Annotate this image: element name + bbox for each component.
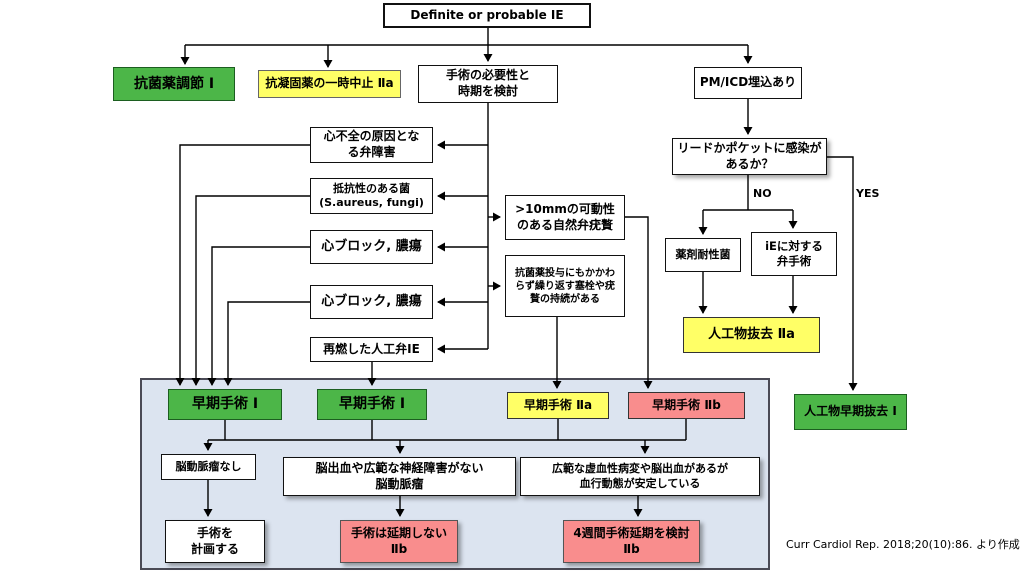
node-anticoagulant-stop: 抗凝固薬の一時中止 Ⅱa: [258, 70, 401, 98]
node-lead-pocket-infection: リードかポケットに感染が あるか？: [672, 138, 827, 175]
node-heart-failure-valve: 心不全の原因とな る弁障害: [310, 127, 433, 163]
edge-label-no: NO: [753, 187, 772, 200]
citation-text: Curr Cardiol Rep. 2018;20(10):86. より作成: [786, 538, 1020, 551]
node-definite-probable-ie: Definite or probable IE: [383, 3, 591, 28]
node-recurrent-emboli: 抗菌薬投与にもかかわ らず繰り返す塞栓や疣 贅の持続がある: [505, 255, 625, 317]
node-prosthetic-removal-2a: 人工物抜去 Ⅱa: [683, 317, 820, 353]
node-plan-surgery: 手術を 計画する: [165, 520, 265, 563]
node-do-not-postpone-2b: 手術は延期しない Ⅱb: [340, 520, 458, 563]
node-relapsed-prosthetic-ie: 再燃した人工弁IE: [310, 337, 433, 362]
node-drug-resistant-organism: 薬剤耐性菌: [665, 238, 741, 272]
node-no-aneurysm: 脳動脈瘤なし: [161, 454, 256, 480]
node-early-surgery-class1-b: 早期手術 Ⅰ: [317, 389, 427, 420]
node-early-surgery-class2a: 早期手術 Ⅱa: [507, 392, 609, 419]
node-early-prosthetic-removal-1: 人工物早期抜去 Ⅰ: [794, 394, 907, 430]
edge-label-yes: YES: [856, 187, 880, 200]
node-early-surgery-class2b: 早期手術 Ⅱb: [628, 392, 745, 419]
node-early-surgery-class1-a: 早期手術 Ⅰ: [168, 389, 282, 420]
node-aneurysm-no-hemorrhage: 脳出血や広範な神経障害がない 脳動脈瘤: [283, 457, 516, 496]
node-surgery-consideration: 手術の必要性と 時期を検討: [418, 65, 558, 103]
node-antibiotic-adjust: 抗菌薬調節 Ⅰ: [113, 67, 235, 101]
node-postpone-4weeks-2b: 4週間手術延期を検討 Ⅱb: [563, 520, 700, 563]
node-resistant-organisms: 抵抗性のある菌 (S.aureus, fungi): [310, 178, 433, 214]
node-heart-block-abscess-2: 心ブロック, 膿瘍: [310, 285, 433, 319]
node-pm-icd-implant: PM/ICD埋込あり: [694, 67, 802, 99]
node-ie-valve-surgery: iEに対する 弁手術: [751, 232, 837, 276]
node-stable-hemodynamics: 広範な虚血性病変や脳出血があるが 血行動態が安定している: [520, 457, 760, 496]
node-heart-block-abscess-1: 心ブロック, 膿瘍: [310, 230, 433, 264]
node-large-mobile-vegetation: >10mmの可動性 のある自然弁疣贅: [505, 195, 625, 240]
